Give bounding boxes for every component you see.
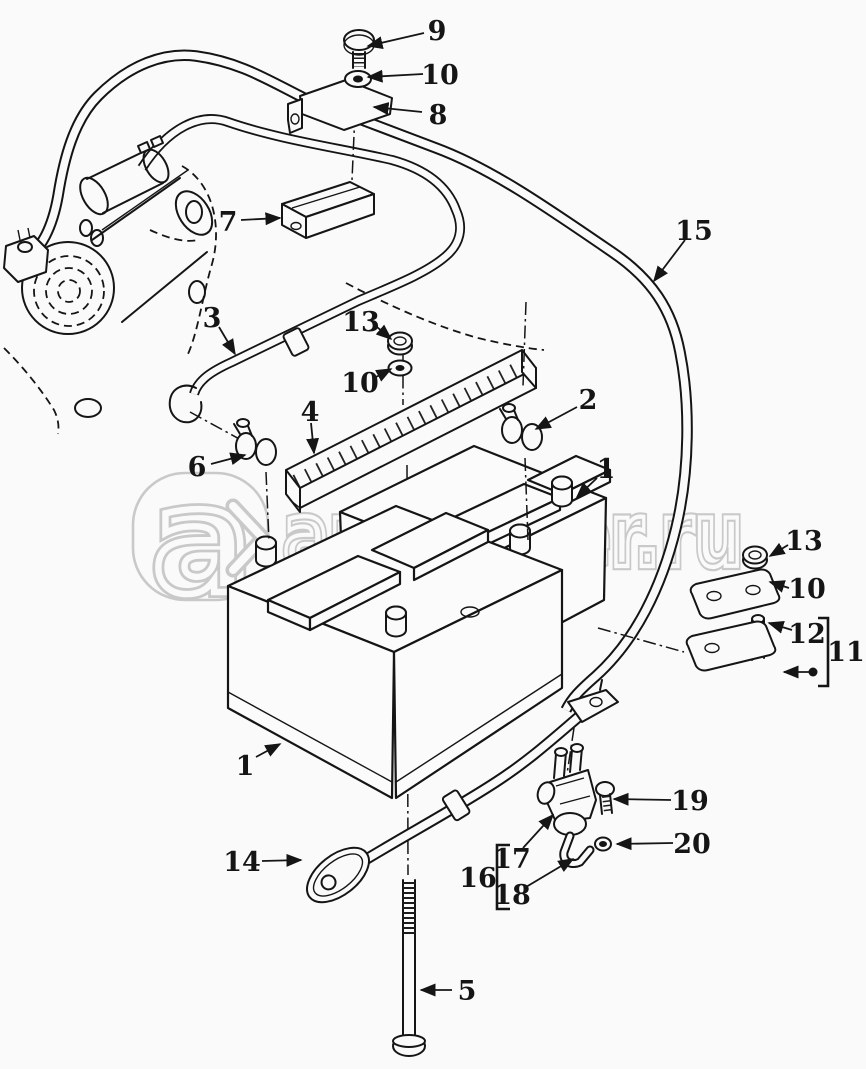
engine-outline-dashed [3, 165, 545, 435]
starter-mount-ear [74, 398, 102, 418]
callout-19-arrow [612, 792, 672, 806]
callout-18-label: 18 [493, 880, 531, 911]
callout-13-mid-arrow [375, 324, 393, 341]
callout-15-arrow [653, 239, 686, 283]
callout-10-right-arrow [768, 580, 790, 593]
starter-ear-hole [188, 280, 206, 304]
callout-4-label: 4 [301, 397, 320, 428]
callout-13-right-arrow [768, 542, 789, 557]
battery-cable-14 [306, 679, 619, 904]
battery-terminal-post [551, 475, 573, 508]
callout-1-right-arrow [575, 477, 598, 499]
callout-10-mid-label: 10 [341, 368, 379, 399]
centerline [566, 727, 575, 775]
callout-20-label: 20 [673, 829, 711, 860]
cable-14-clamp-band [441, 789, 471, 822]
callouts: 9 10 8 7 15 3 13 10 4 2 6 1 13 10 12 11 … [188, 16, 865, 1007]
callout-10-right-label: 10 [788, 574, 826, 605]
centerline [524, 457, 529, 541]
cable-3-clamp-band [282, 327, 310, 357]
bolt-9 [343, 29, 375, 69]
battery-terminal-post [255, 535, 277, 568]
callout-3-label: 3 [203, 303, 222, 334]
bracket-18 [559, 831, 595, 869]
callout-13-mid-label: 13 [342, 307, 380, 338]
starter-terminal-stud [150, 135, 164, 148]
j-bolt-5 [392, 879, 426, 1057]
cable-3-terminal-hook [168, 384, 203, 424]
solenoid-17 [536, 743, 597, 836]
plate-stud-11 [685, 614, 777, 672]
callout-9-label: 9 [428, 16, 447, 47]
callout-6-label: 6 [188, 452, 207, 483]
terminal-clamp-6 [233, 418, 277, 466]
callout-11-bracket [818, 616, 830, 688]
starter-terminal-stud [137, 141, 151, 154]
callout-13-right-label: 13 [785, 526, 823, 557]
centerline [597, 627, 685, 653]
callout-17-arrow [522, 813, 555, 849]
callout-10-top-label: 10 [421, 60, 459, 91]
callout-16-label: 16 [459, 863, 497, 894]
channel-bracket-7 [281, 181, 375, 239]
callout-8-label: 8 [429, 100, 448, 131]
callout-17-label: 17 [493, 844, 531, 875]
callout-6-arrow [210, 452, 247, 465]
callout-14-label: 14 [223, 847, 261, 878]
callout-18-arrow [525, 858, 575, 888]
callout-5-label: 5 [458, 976, 477, 1007]
starter-ear-hole [185, 200, 203, 224]
callout-11-dot [808, 667, 818, 677]
callout-11-label: 11 [827, 637, 865, 668]
callout-20-arrow [615, 837, 674, 851]
callout-2-label: 2 [579, 385, 598, 416]
callout-2-arrow [534, 406, 578, 430]
nut-20 [594, 836, 612, 852]
callout-15-label: 15 [675, 216, 713, 247]
callout-12-arrow [767, 621, 793, 634]
callout-1-left-arrow [255, 743, 282, 758]
callout-19-label: 19 [671, 786, 709, 817]
cable-15-starter-lug [3, 235, 49, 283]
plate-12 [689, 568, 781, 620]
centerline [265, 471, 270, 543]
screw-19 [595, 781, 615, 815]
callout-7-label: 7 [219, 207, 238, 238]
nut-13-right [742, 545, 768, 570]
washer-10-middle [387, 359, 413, 377]
centerline [189, 411, 244, 442]
callout-9-arrow [366, 32, 425, 50]
starter-motor [3, 135, 214, 418]
nut-13-middle [387, 331, 413, 356]
callout-12-label: 12 [788, 619, 826, 650]
callout-8-arrow [372, 102, 423, 115]
callout-3-arrow [218, 326, 236, 356]
battery-front [226, 504, 564, 800]
callout-16-bracket [495, 843, 510, 911]
battery-cable-15 [26, 49, 693, 713]
callout-4-arrow [306, 422, 319, 455]
hold-down-frame-4 [285, 349, 537, 513]
callout-7-arrow [240, 212, 282, 226]
callout-10-top-arrow [366, 69, 424, 83]
callout-1-right-label: 1 [597, 454, 616, 485]
battery-terminal-post [385, 605, 407, 638]
callout-1-left-label: 1 [236, 751, 255, 782]
terminal-clamp-2 [499, 403, 543, 451]
centerline [522, 301, 527, 387]
centerline [351, 89, 357, 181]
battery-cable-3 [137, 114, 466, 424]
cable-14-lug [306, 846, 370, 904]
cable-14-end-terminal [567, 679, 619, 723]
washer-10-top [344, 70, 372, 88]
callout-10-mid-arrow [375, 368, 393, 382]
callout-14-arrow [261, 853, 303, 867]
